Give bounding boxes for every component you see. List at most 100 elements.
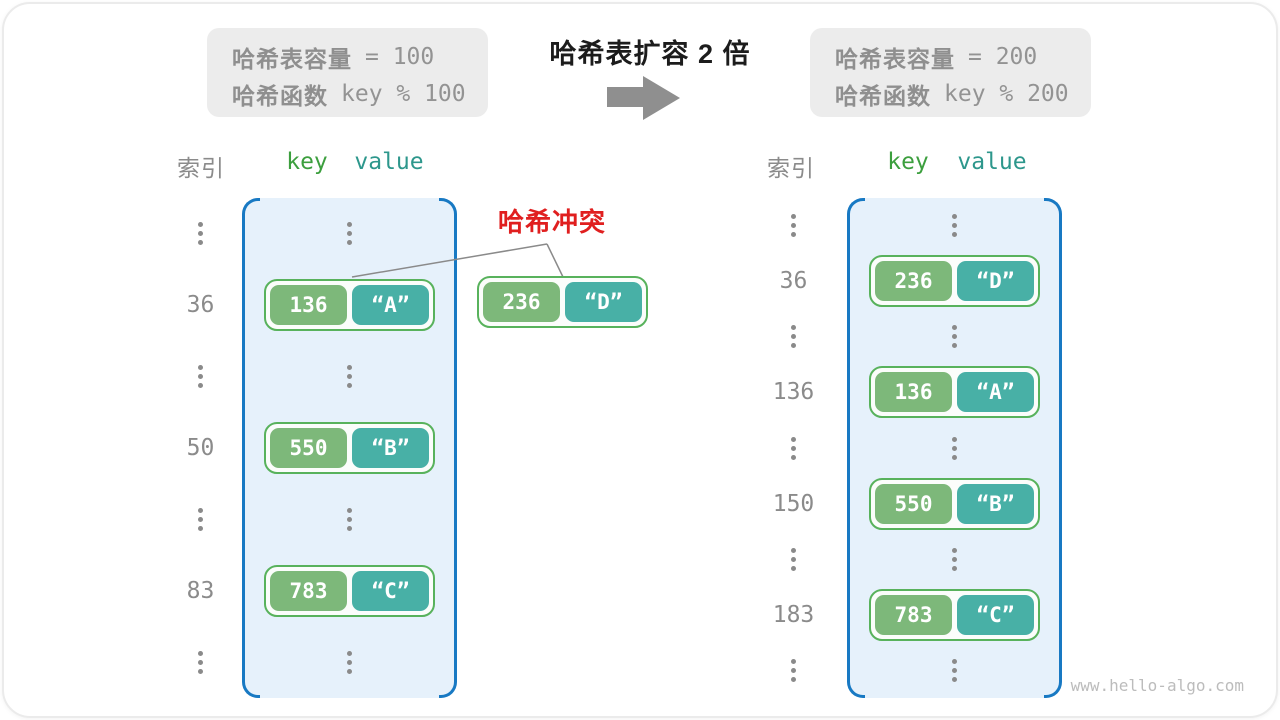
key-value-pair: 136 “A” [869, 366, 1040, 419]
index-slot: 136 [740, 365, 847, 421]
key-cell: 783 [270, 570, 347, 611]
bucket-left-bracket [242, 198, 260, 698]
index-label: 50 [186, 434, 215, 461]
index-slot [159, 627, 242, 698]
key-value-pair: 550 “B” [264, 421, 435, 474]
ellipsis-dots [198, 222, 203, 246]
bucket-right-bracket [1044, 198, 1062, 698]
key-value-pair: 236 “D” [477, 276, 648, 328]
bucket-array: 236 “D” 136 “A” 550 “B” 783 “C” [847, 198, 1062, 698]
collision-label: 哈希冲突 [497, 207, 607, 237]
index-slot: 36 [159, 269, 242, 340]
key-cell: 550 [270, 427, 347, 468]
hash-table-after: 36 136 150 183 236 “D” 136 “A” 550 [740, 198, 1062, 698]
index-slot: 83 [159, 555, 242, 626]
ellipsis-dots [791, 547, 796, 571]
hash-function-label: 哈希函数 [232, 82, 328, 109]
bucket-slot [242, 198, 457, 269]
hash-function-line: 哈希函数 key % 100 [232, 75, 488, 112]
index-slot: 150 [740, 476, 847, 532]
value-cell: “D” [957, 261, 1034, 302]
bucket-slot [847, 198, 1062, 254]
ellipsis-dots [198, 507, 203, 531]
index-slot [740, 643, 847, 699]
hash-function-line: 哈希函数 key % 200 [835, 75, 1091, 112]
hash-function-label: 哈希函数 [835, 82, 931, 109]
value-cell: “B” [352, 427, 429, 468]
bucket-slot: 136 “A” [242, 269, 457, 340]
right-key-header: key [887, 149, 929, 175]
bucket-slot: 136 “A” [847, 365, 1062, 421]
capacity-value: = 200 [968, 43, 1038, 70]
key-cell: 783 [875, 594, 952, 635]
key-value-pair: 783 “C” [264, 564, 435, 617]
key-value-pair: 783 “C” [869, 588, 1040, 641]
index-slot: 50 [159, 412, 242, 483]
bucket-slot [242, 341, 457, 412]
ellipsis-dots [347, 650, 352, 674]
right-arrow-icon [605, 74, 683, 127]
ellipsis-dots [347, 365, 352, 389]
bucket-slot [847, 420, 1062, 476]
bucket-slot: 550 “B” [242, 412, 457, 483]
bucket-slot [847, 309, 1062, 365]
right-index-header: 索引 [767, 155, 815, 181]
ellipsis-dots [198, 365, 203, 389]
bucket-slot: 783 “C” [242, 555, 457, 626]
capacity-line: 哈希表容量 = 100 [232, 38, 488, 75]
index-slot [159, 341, 242, 412]
value-cell: “D” [565, 282, 642, 322]
key-cell: 236 [875, 261, 952, 302]
index-label: 183 [772, 601, 815, 628]
value-cell: “C” [352, 570, 429, 611]
index-slot [159, 484, 242, 555]
ellipsis-dots [791, 436, 796, 460]
key-cell: 136 [875, 372, 952, 413]
key-cell: 136 [270, 285, 347, 326]
ellipsis-dots [952, 214, 957, 238]
colliding-pair: 236 “D” [477, 276, 648, 328]
capacity-label: 哈希表容量 [835, 45, 955, 72]
ellipsis-dots [791, 214, 796, 238]
bucket-slot [847, 643, 1062, 699]
index-slot [740, 309, 847, 365]
index-slot: 183 [740, 587, 847, 643]
hash-table-before: 36 50 83 136 “A” 550 “B” 783 “C” [159, 198, 457, 698]
bucket-slot: 550 “B” [847, 476, 1062, 532]
bucket-slot [242, 627, 457, 698]
key-cell: 550 [875, 483, 952, 524]
capacity-label: 哈希表容量 [232, 45, 352, 72]
key-value-pair: 550 “B” [869, 477, 1040, 530]
index-label: 83 [186, 577, 215, 604]
index-column: 36 50 83 [159, 198, 242, 698]
index-slot [740, 198, 847, 254]
bucket-slot: 236 “D” [847, 254, 1062, 310]
value-cell: “B” [957, 483, 1034, 524]
ellipsis-dots [952, 547, 957, 571]
left-index-header: 索引 [177, 155, 225, 181]
expand-title: 哈希表扩容 2 倍 [549, 39, 751, 69]
bucket-right-bracket [439, 198, 457, 698]
hash-function-value: key % 100 [341, 80, 466, 107]
capacity-box-after: 哈希表容量 = 200 哈希函数 key % 200 [810, 28, 1091, 117]
bucket-slot [242, 484, 457, 555]
index-column: 36 136 150 183 [740, 198, 847, 698]
ellipsis-dots [347, 507, 352, 531]
bucket-array: 136 “A” 550 “B” 783 “C” [242, 198, 457, 698]
index-slot [159, 198, 242, 269]
index-slot [740, 420, 847, 476]
value-cell: “A” [957, 372, 1034, 413]
index-label: 36 [186, 292, 215, 319]
ellipsis-dots [952, 658, 957, 682]
left-value-header: value [354, 149, 424, 175]
capacity-box-before: 哈希表容量 = 100 哈希函数 key % 100 [207, 28, 488, 117]
hash-function-value: key % 200 [944, 80, 1069, 107]
index-label: 136 [772, 379, 815, 406]
bucket-slot [847, 531, 1062, 587]
bucket-slot: 783 “C” [847, 587, 1062, 643]
ellipsis-dots [198, 650, 203, 674]
index-slot: 36 [740, 254, 847, 310]
ellipsis-dots [791, 325, 796, 349]
right-value-header: value [957, 149, 1027, 175]
